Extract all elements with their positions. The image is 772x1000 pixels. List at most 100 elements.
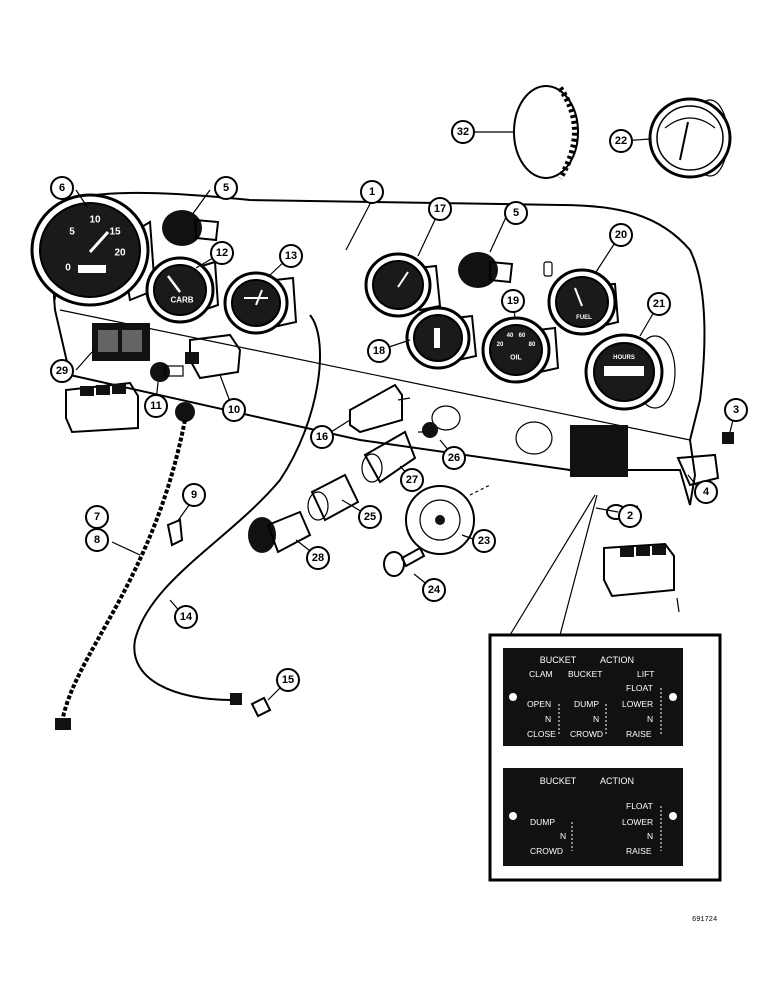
plate31-col2-title: BUCKET xyxy=(568,669,602,679)
svg-text:13: 13 xyxy=(285,250,297,262)
plate30-col2-item: N xyxy=(647,831,653,841)
indicator-light xyxy=(458,252,514,288)
callout-26: 26 xyxy=(442,446,466,470)
panel-slot xyxy=(543,261,553,277)
svg-text:23: 23 xyxy=(478,535,490,547)
callout-14: 14 xyxy=(174,605,198,629)
bezel-ring xyxy=(513,85,579,180)
plate30-col1-item: CROWD xyxy=(530,846,563,856)
plate31-col1-item: OPEN xyxy=(527,699,551,709)
svg-text:32: 32 xyxy=(457,126,469,138)
plate31-col1-item: CLOSE xyxy=(527,729,556,739)
callout-5: 5 xyxy=(504,201,528,225)
plate31-col3-title: LIFT xyxy=(637,669,654,679)
tach-number: 0 xyxy=(65,263,71,274)
plate31-col2-item: DUMP xyxy=(574,699,599,709)
hourmeter-label: HOURS xyxy=(613,355,635,361)
tach-number: 5 xyxy=(69,227,75,238)
panel-hole xyxy=(515,421,553,455)
plate31-col2-item: CROWD xyxy=(570,729,603,739)
cable-clip xyxy=(166,518,184,547)
oil-scale: 60 xyxy=(519,333,526,339)
callout-13: 13 xyxy=(279,244,303,268)
callout-25: 25 xyxy=(358,505,382,529)
callout-8: 8 xyxy=(85,528,109,552)
callout-6: 6 xyxy=(50,176,74,200)
svg-text:25: 25 xyxy=(364,511,376,523)
svg-text:8: 8 xyxy=(94,534,100,546)
drawing-code: 691724 xyxy=(692,916,718,924)
oil-pressure-gauge: 20 40 60 80 OIL xyxy=(481,316,560,384)
lighter-sleeve xyxy=(307,473,360,522)
switch-block xyxy=(603,542,680,613)
svg-text:10: 10 xyxy=(228,404,240,416)
callout-19: 19 xyxy=(501,289,525,313)
hourmeter-gauge: HOURS xyxy=(584,333,676,411)
instrument-panel xyxy=(52,191,706,506)
callout-12: 12 xyxy=(210,241,234,265)
callout-18: 18 xyxy=(367,339,391,363)
fuel-label: FUEL xyxy=(576,315,592,321)
callout-32: 32 xyxy=(451,120,475,144)
svg-text:15: 15 xyxy=(282,674,294,686)
plate31-header-bucket: BUCKET xyxy=(540,655,577,665)
callout-15: 15 xyxy=(276,668,300,692)
callout-23: 23 xyxy=(472,529,496,553)
decal-plate-31: BUCKET ACTION CLAM BUCKET LIFT OPEN N CL… xyxy=(503,648,683,746)
fuel-gauge: FUEL xyxy=(547,268,620,336)
svg-text:5: 5 xyxy=(223,182,229,194)
svg-text:29: 29 xyxy=(56,365,68,377)
callout-22: 22 xyxy=(609,129,633,153)
callout-2: 2 xyxy=(618,504,642,528)
callout-27: 27 xyxy=(400,468,424,492)
callout-17: 17 xyxy=(428,197,452,221)
svg-text:20: 20 xyxy=(615,229,627,241)
svg-text:7: 7 xyxy=(94,511,100,523)
switch-cutout xyxy=(92,323,150,361)
temp-gauge-label: CARB xyxy=(170,296,193,305)
svg-text:6: 6 xyxy=(59,182,65,194)
ignition-key xyxy=(383,546,426,577)
water-temp-gauge xyxy=(405,306,478,370)
svg-text:27: 27 xyxy=(406,474,418,486)
cigar-lighter xyxy=(248,510,312,554)
switch-knob xyxy=(150,362,184,382)
clip-hardware xyxy=(722,432,734,444)
cigar-socket xyxy=(361,430,417,484)
decal-inset: BUCKET ACTION CLAM BUCKET LIFT OPEN N CL… xyxy=(488,633,722,882)
svg-text:11: 11 xyxy=(150,400,162,412)
plate31-col1-title: CLAM xyxy=(529,669,553,679)
switch-block xyxy=(65,381,139,434)
toggle-switch xyxy=(185,333,242,380)
plate31-col1-item: N xyxy=(545,714,551,724)
callout-1: 1 xyxy=(360,180,384,204)
plate31-col3-item: N xyxy=(647,714,653,724)
tach-number: 15 xyxy=(109,227,121,238)
plate31-col3-item: LOWER xyxy=(622,699,653,709)
svg-text:1: 1 xyxy=(369,186,375,198)
bracket-hardware xyxy=(676,453,720,487)
callout-16: 16 xyxy=(310,425,334,449)
svg-text:19: 19 xyxy=(507,295,519,307)
wire-connector xyxy=(418,422,438,438)
plate30-col1-item: N xyxy=(560,831,566,841)
callout-5: 5 xyxy=(214,176,238,200)
tachometer-cable xyxy=(55,402,195,730)
oil-scale: 40 xyxy=(507,333,514,339)
decal-plate-30: BUCKET ACTION DUMP N CROWD FLOAT LOWER N… xyxy=(503,768,683,866)
plate30-col1-item: DUMP xyxy=(530,817,555,827)
callout-21: 21 xyxy=(647,292,671,316)
callout-3: 3 xyxy=(724,398,748,422)
svg-text:21: 21 xyxy=(653,298,665,310)
callout-24: 24 xyxy=(422,578,446,602)
panel-hole xyxy=(431,405,461,431)
cable-fitting xyxy=(250,696,272,718)
callout-10: 10 xyxy=(222,398,246,422)
tachometer-gauge: 5 10 15 20 0 xyxy=(30,193,157,307)
oil-scale: 20 xyxy=(497,342,504,348)
svg-text:16: 16 xyxy=(316,431,328,443)
callout-11: 11 xyxy=(144,394,168,418)
callout-9: 9 xyxy=(182,483,206,507)
plate31-col2-item: N xyxy=(593,714,599,724)
